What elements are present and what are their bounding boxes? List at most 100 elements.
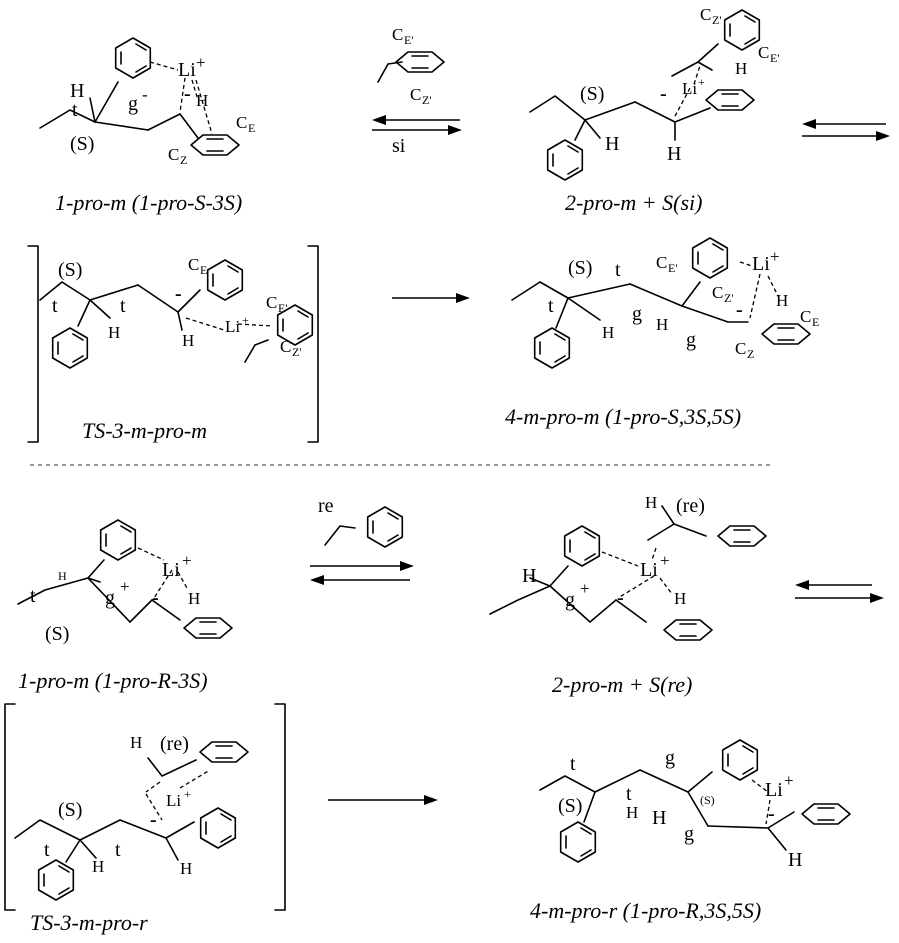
- label-t: t: [615, 259, 621, 281]
- phenyl-ring-2b: [705, 89, 755, 111]
- styrene-ring: [395, 51, 445, 73]
- atom-li: Li: [765, 779, 783, 801]
- equilibrium-arrows-1: [802, 119, 890, 141]
- atom-c: C: [188, 255, 199, 274]
- atom-c: C: [168, 145, 179, 164]
- atom-c: C: [735, 339, 746, 358]
- atom-c: C: [266, 293, 277, 312]
- label-t: t: [548, 295, 554, 317]
- atom-c: C: [656, 253, 667, 272]
- atom-h: H: [602, 323, 614, 342]
- sub-z-prime: Z': [724, 291, 734, 305]
- plus-sign: +: [184, 787, 191, 801]
- phenyl-ring-5a: [99, 519, 137, 561]
- label-t: t: [52, 295, 58, 317]
- label-g: g: [105, 587, 115, 609]
- atom-h: H: [92, 857, 104, 876]
- phenyl-ring-8a: [559, 821, 597, 863]
- caption-1: 1-pro-m (1-pro-S-3S): [55, 190, 242, 215]
- label-g: g: [686, 329, 696, 351]
- phenyl-ring-8c: [801, 803, 851, 825]
- equilibrium-si: C E' C Z' si: [372, 25, 462, 157]
- sub-e: E: [248, 121, 255, 135]
- sub-z: Z: [747, 347, 754, 361]
- phenyl-ring-4c: [761, 323, 811, 345]
- label-S: (S): [580, 83, 604, 105]
- caption-5: 1-pro-m (1-pro-R-3S): [18, 668, 208, 693]
- plus-sign: +: [120, 577, 130, 596]
- plus-sign: +: [660, 551, 670, 570]
- equilibrium-arrows-2: [795, 580, 884, 603]
- sub-e-prime: E': [668, 261, 678, 275]
- atom-c: C: [700, 5, 711, 24]
- label-t: t: [626, 783, 632, 805]
- phenyl-ring-1a: [114, 37, 152, 79]
- atom-li: Li: [225, 317, 240, 336]
- atom-li: Li: [682, 79, 697, 98]
- atom-h: H: [196, 91, 208, 110]
- atom-c: C: [236, 113, 247, 132]
- phenyl-ring-3b: [206, 259, 244, 301]
- structure-4-m-pro-m: (S) t t H g H g C E' Li + C Z' - H C E C…: [505, 237, 819, 429]
- minus-sign: -: [736, 299, 743, 321]
- atom-h: H: [645, 493, 657, 512]
- atom-c: C: [758, 43, 769, 62]
- atom-c: C: [280, 337, 291, 356]
- label-t: t: [115, 839, 121, 861]
- sub-e-prime: E': [278, 301, 288, 315]
- atom-c: C: [392, 25, 403, 44]
- atom-h: H: [626, 803, 638, 822]
- styrene-ring-6: [717, 525, 767, 547]
- sub-e: E: [200, 263, 207, 277]
- label-S: (S): [568, 257, 592, 279]
- structure-2-pro-m-re: H g + Li + - H H (re) 2-pro-m + S(re): [489, 493, 767, 697]
- styrene-ring-re: [366, 506, 404, 548]
- atom-h: H: [667, 143, 681, 165]
- atom-h: H: [788, 849, 802, 871]
- label-S: (S): [58, 799, 82, 821]
- atom-h: H: [108, 323, 120, 342]
- atom-li: Li: [178, 59, 196, 81]
- atom-h: H: [735, 59, 747, 78]
- label-g: g: [632, 303, 642, 325]
- sub-z: Z: [180, 153, 187, 167]
- label-t: t: [120, 295, 126, 317]
- atom-li: Li: [166, 791, 181, 810]
- equilibrium-re: re: [310, 495, 414, 585]
- minus-sign: -: [142, 85, 148, 104]
- structure-4-m-pro-r: t t (S) H g (S) H g Li + - H 4-m-pro-r (…: [530, 739, 851, 923]
- label-S: (S): [58, 259, 82, 281]
- minus-sign: -: [150, 809, 157, 831]
- minus-sign: -: [184, 83, 191, 105]
- phenyl-ring-4b: [691, 237, 729, 279]
- structure-TS-3-m-pro-m: (S) t t H - H Li + C E C E' C Z' TS-3-m-…: [27, 245, 319, 443]
- atom-li: Li: [162, 559, 180, 581]
- atom-h: H: [70, 80, 84, 102]
- phenyl-ring-7a: [37, 859, 75, 901]
- structure-2-pro-m-si: (S) H - Li + H H C Z' C E' 2-pro-m + S(s…: [529, 5, 780, 215]
- atom-c: C: [410, 85, 421, 104]
- phenyl-ring-8b: [721, 739, 759, 781]
- sub-z-prime: Z': [712, 13, 722, 27]
- atom-h: H: [674, 589, 686, 608]
- label-S: (S): [45, 623, 69, 645]
- atom-h: H: [188, 589, 200, 608]
- atom-c: C: [800, 307, 811, 326]
- label-t: t: [30, 585, 36, 607]
- label-re: (re): [676, 495, 705, 517]
- minus-sign: -: [152, 587, 159, 609]
- sub-e-prime: E': [770, 51, 780, 65]
- atom-h: H: [776, 291, 788, 310]
- plus-sign: +: [784, 771, 794, 790]
- structure-TS-3-m-pro-r: H (re) Li + - (S) t t H H TS-3-m-pro-r: [4, 703, 286, 935]
- atom-h: H: [656, 315, 668, 334]
- label-t: t: [570, 753, 576, 775]
- plus-sign: +: [580, 579, 590, 598]
- phenyl-ring-1b: [190, 134, 240, 156]
- label-t: t: [72, 99, 78, 121]
- minus-sign: -: [768, 803, 775, 825]
- sub-z-prime: Z': [422, 93, 432, 107]
- atom-h: H: [605, 133, 619, 155]
- phenyl-ring-6a: [563, 525, 601, 567]
- styrene-ring-7: [199, 741, 249, 763]
